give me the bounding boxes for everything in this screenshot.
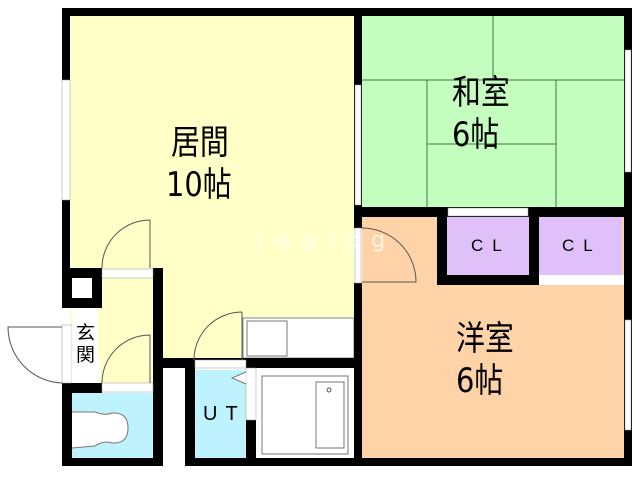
windows [61, 49, 632, 431]
ut-door-icon [193, 311, 243, 361]
closet-2-fill [539, 217, 622, 275]
door-swings [7, 219, 417, 384]
closet-1-fill [447, 217, 529, 275]
closet-2-label: CL [562, 236, 602, 255]
living-room-size: 10帖 [166, 165, 232, 205]
youshitsu-size: 6帖 [456, 361, 504, 401]
washbasin-icon [230, 371, 247, 385]
entrance-label: 玄関 [76, 322, 96, 366]
washitsu-size: 6帖 [452, 115, 500, 155]
front-door-icon [7, 326, 63, 384]
youshitsu-door-icon [361, 227, 417, 283]
pipe-shaft [72, 278, 92, 298]
hallway-fill [100, 278, 153, 383]
closet-1-label: CL [471, 236, 511, 255]
living-room-name: 居間 [171, 123, 229, 163]
living-door-icon [101, 219, 151, 269]
unit-bath-label: UT [203, 403, 246, 425]
unit-bath-fill [195, 370, 246, 458]
washitsu-name: 和室 [452, 73, 510, 113]
sink [246, 320, 288, 357]
watermark: jogjog [258, 228, 398, 253]
drain-icon [326, 387, 332, 393]
closet-2-sill [539, 275, 624, 285]
hall-door-icon [101, 334, 151, 384]
tatami-lines [362, 16, 624, 207]
youshitsu-name: 洋室 [456, 319, 514, 359]
toilet-icon [71, 411, 129, 449]
entrance-floor [72, 308, 98, 383]
bathtub-basin [315, 381, 345, 449]
